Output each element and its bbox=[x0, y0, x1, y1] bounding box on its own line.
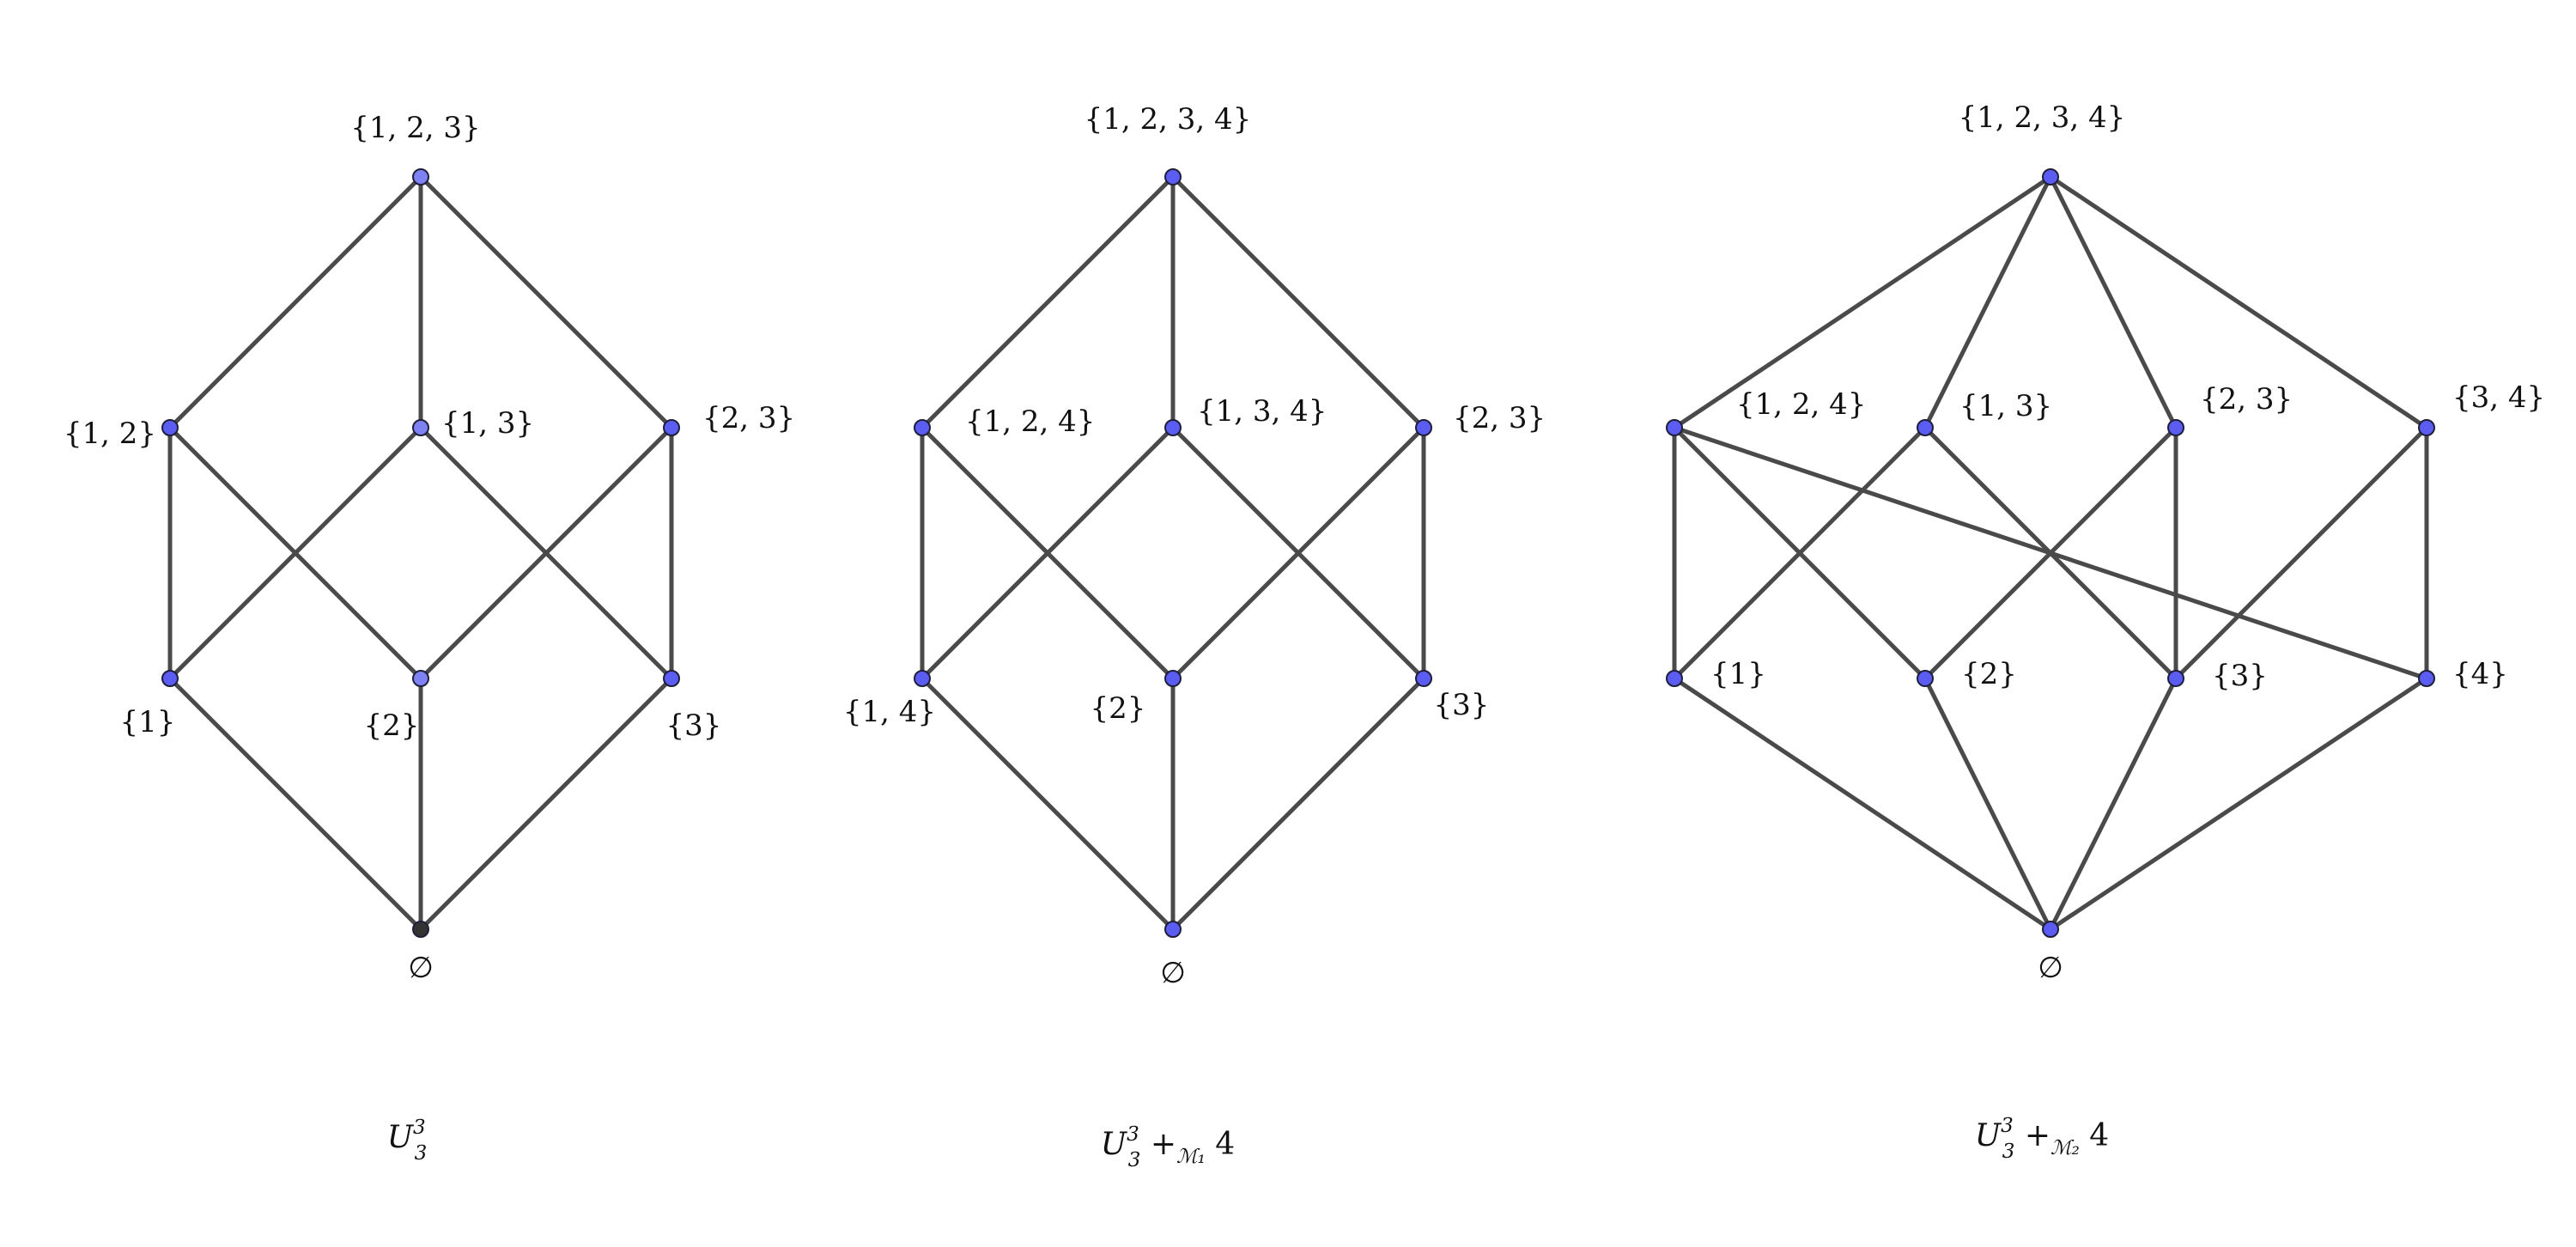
node-label-3: {3} bbox=[1434, 688, 1490, 722]
node-3 bbox=[663, 670, 680, 687]
diagram-u33-plus-m2-4: {1, 2, 3, 4} {1, 2, 4} {1, 3} {2, 3} {3, 4} {… bbox=[1666, 100, 2545, 1163]
node-empty bbox=[2042, 921, 2059, 938]
node-empty bbox=[412, 921, 429, 938]
node-top bbox=[1164, 168, 1182, 186]
node-134 bbox=[1164, 419, 1182, 436]
edge-top-124 bbox=[1672, 174, 2053, 430]
node-label-1: {1} bbox=[120, 705, 176, 739]
node-12 bbox=[161, 419, 179, 436]
node-1 bbox=[161, 670, 179, 687]
edge-13-1 bbox=[1672, 425, 1928, 681]
node-label-34: {3, 4} bbox=[2452, 380, 2545, 415]
edge-top-23 bbox=[1170, 174, 1426, 430]
edge-1-empty bbox=[1672, 676, 2053, 932]
node-2 bbox=[1164, 670, 1182, 687]
node-label-2: {2} bbox=[1961, 657, 2017, 691]
node-2 bbox=[1917, 670, 1934, 687]
edge-134-14 bbox=[920, 425, 1176, 681]
edge-top-13 bbox=[1923, 174, 2053, 430]
node-14 bbox=[914, 670, 931, 687]
node-label-134: {1, 3, 4} bbox=[1197, 394, 1327, 429]
edge-14-empty bbox=[920, 676, 1176, 932]
edge-23-2 bbox=[418, 425, 674, 681]
node-label-13: {1, 3} bbox=[1959, 389, 2052, 423]
edge-top-23 bbox=[418, 174, 674, 430]
node-label-12: {1, 2} bbox=[64, 417, 156, 451]
node-label-3: {3} bbox=[666, 709, 722, 743]
node-label-top: {1, 2, 3} bbox=[350, 111, 480, 145]
node-top bbox=[412, 168, 429, 186]
node-label-14: {1, 4} bbox=[843, 695, 936, 729]
node-label-23: {2, 3} bbox=[2200, 382, 2293, 417]
node-13 bbox=[412, 419, 429, 436]
edge-3-empty bbox=[2048, 676, 2178, 932]
node-label-124: {1, 2, 4} bbox=[965, 405, 1095, 439]
edge-2-empty bbox=[1923, 676, 2053, 932]
node-2 bbox=[412, 670, 429, 687]
edge-34-3 bbox=[2173, 425, 2429, 681]
node-label-124: {1, 2, 4} bbox=[1736, 387, 1866, 422]
edge-13-1 bbox=[167, 425, 423, 681]
node-3 bbox=[2167, 670, 2184, 687]
node-label-2: {2} bbox=[364, 709, 420, 743]
node-23 bbox=[2167, 419, 2184, 436]
node-label-top: {1, 2, 3, 4} bbox=[1084, 102, 1252, 137]
node-23 bbox=[663, 419, 680, 436]
node-label-empty: ∅ bbox=[1160, 956, 1186, 990]
node-label-23: {2, 3} bbox=[1453, 401, 1546, 435]
diagram-u33-plus-m1-4: {1, 2, 3, 4} {1, 2, 4} {1, 3, 4} {2, 3} {1, … bbox=[843, 102, 1546, 1171]
edge-23-2 bbox=[1923, 425, 2178, 681]
node-124 bbox=[914, 419, 931, 436]
node-1 bbox=[1666, 670, 1683, 687]
node-label-2: {2} bbox=[1091, 691, 1146, 726]
node-label-23: {2, 3} bbox=[702, 401, 795, 435]
node-23 bbox=[1415, 419, 1432, 436]
edge-top-23 bbox=[2048, 174, 2178, 430]
node-top bbox=[2042, 168, 2059, 186]
edge-3-empty bbox=[1170, 676, 1426, 932]
node-4 bbox=[2418, 670, 2435, 687]
node-13 bbox=[1917, 419, 1934, 436]
edge-3-empty bbox=[418, 676, 674, 932]
edge-23-2 bbox=[1170, 425, 1426, 681]
node-label-empty: ∅ bbox=[2038, 951, 2063, 985]
node-label-empty: ∅ bbox=[408, 951, 434, 985]
edge-4-empty bbox=[2048, 676, 2429, 932]
node-3 bbox=[1415, 670, 1432, 687]
node-124 bbox=[1666, 419, 1683, 436]
node-label-top: {1, 2, 3, 4} bbox=[1959, 100, 2126, 135]
edge-top-124 bbox=[920, 174, 1176, 430]
node-label-13: {1, 3} bbox=[441, 406, 534, 441]
node-label-3: {3} bbox=[2212, 659, 2268, 693]
node-label-1: {1} bbox=[1710, 657, 1766, 691]
edge-top-12 bbox=[167, 174, 423, 430]
node-34 bbox=[2418, 419, 2435, 436]
edge-top-34 bbox=[2048, 174, 2429, 430]
node-label-4: {4} bbox=[2452, 657, 2508, 691]
edge-1-empty bbox=[167, 676, 423, 932]
node-empty bbox=[1164, 921, 1182, 938]
